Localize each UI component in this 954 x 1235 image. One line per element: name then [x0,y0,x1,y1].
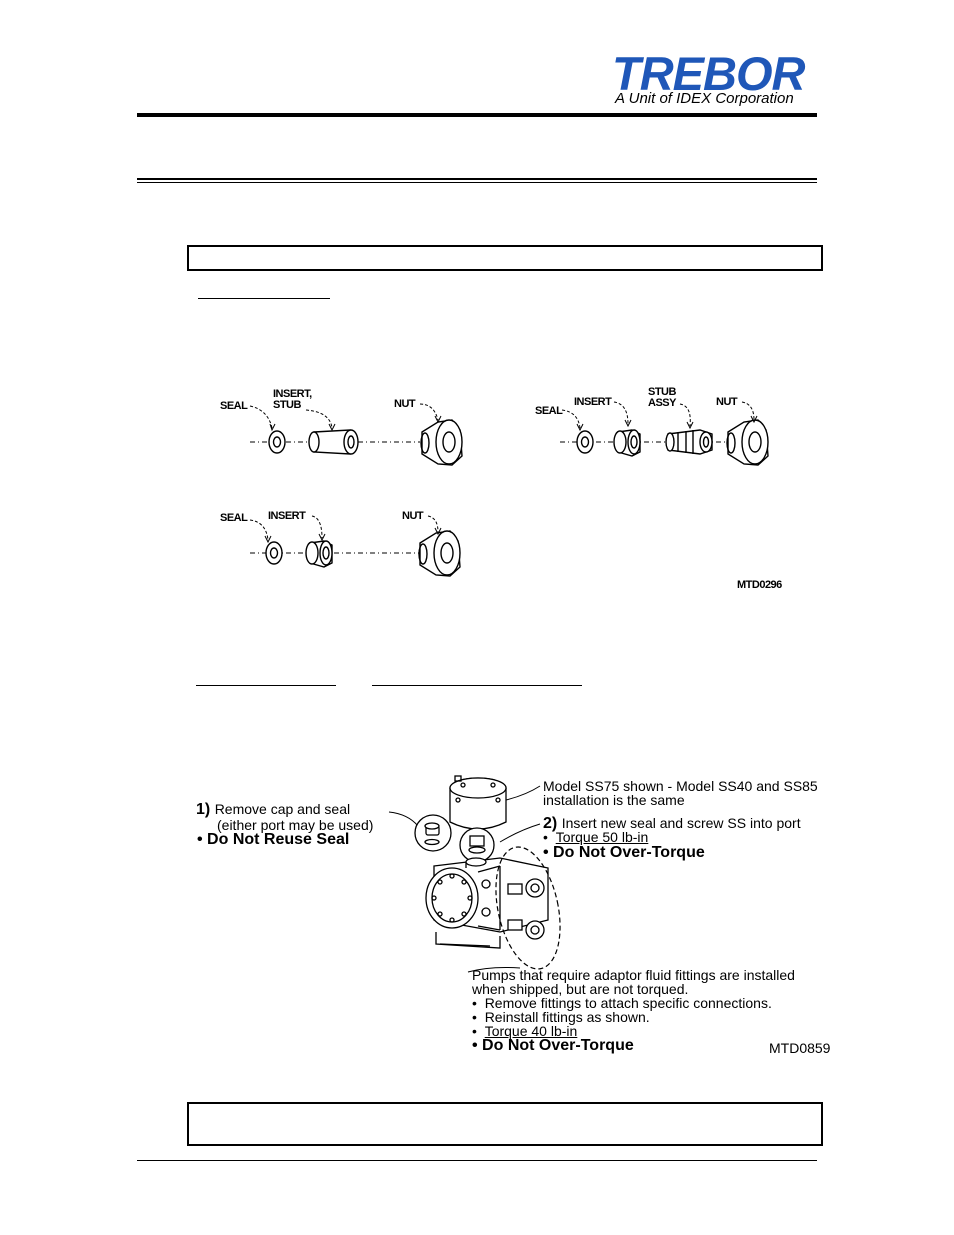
step2-text: Insert new seal and screw SS into port [561,815,801,831]
label-insert-stub-a1: INSERT, [273,388,312,400]
fittings-bullet-2-text: Reinstall fittings as shown. [484,1009,650,1025]
fittings-note-2: when shipped, but are not torqued. [472,981,689,997]
label-insert-stub-a2: STUB [273,399,301,411]
step2-torque-line: • Torque 50 lb-in [543,829,649,845]
fittings-bullet-2: • Reinstall fittings as shown. [472,1009,650,1025]
logo-wordmark: TREBOR [612,47,805,100]
label-seal-a: SEAL [220,400,248,412]
step1-text-2: (either port may be used) [217,817,374,833]
step1-text: Remove cap and seal [214,801,351,817]
section-underline-2 [196,685,336,686]
fittings-torque: Torque 40 lb-in [484,1023,578,1039]
drawing-id-mtd0296: MTD0296 [737,579,782,591]
step2-torque: Torque 50 lb-in [555,829,649,845]
model-note-2: installation is the same [543,792,685,808]
step2-warning: • Do Not Over-Torque [543,844,705,861]
label-nut-c: NUT [402,510,424,522]
model-note-1: Model SS75 shown - Model SS40 and SS85 [543,778,818,794]
footer-rule [137,1160,817,1161]
fittings-torque-line: • Torque 40 lb-in [472,1023,578,1039]
step1-warning: • Do Not Reuse Seal [197,831,350,848]
label-stub-assy-b1: STUB [648,386,676,398]
label-nut-a: NUT [394,398,416,410]
step1-block: 1) Remove cap and seal [196,802,350,818]
label-insert-b: INSERT [574,396,612,408]
label-nut-b: NUT [716,396,738,408]
section-heading-box [187,245,823,271]
step2-number: 2) [543,815,558,832]
step1-number: 1) [196,801,211,818]
trebor-logo: TREBOR A Unit of IDEX Corporation [612,47,817,112]
fittings-warning: • Do Not Over-Torque [472,1037,634,1054]
label-stub-assy-b2: ASSY [648,397,676,409]
section-underline-1 [198,298,330,299]
label-seal-c: SEAL [220,512,248,524]
drawing-id-mtd0859: MTD0859 [769,1040,831,1056]
logo-subtitle: A Unit of IDEX Corporation [615,90,794,107]
fittings-bullet-1-text: Remove fittings to attach specific conne… [484,995,772,1011]
label-insert-c: INSERT [268,510,306,522]
label-seal-b: SEAL [535,405,563,417]
header-rule [137,113,817,117]
note-box [187,1102,823,1146]
step2-block: 2) Insert new seal and screw SS into por… [543,816,801,832]
fittings-bullet-1: • Remove fittings to attach specific con… [472,995,772,1011]
fittings-note-1: Pumps that require adaptor fluid fitting… [472,967,795,983]
title-rule [137,178,817,183]
section-underline-3 [372,685,582,686]
